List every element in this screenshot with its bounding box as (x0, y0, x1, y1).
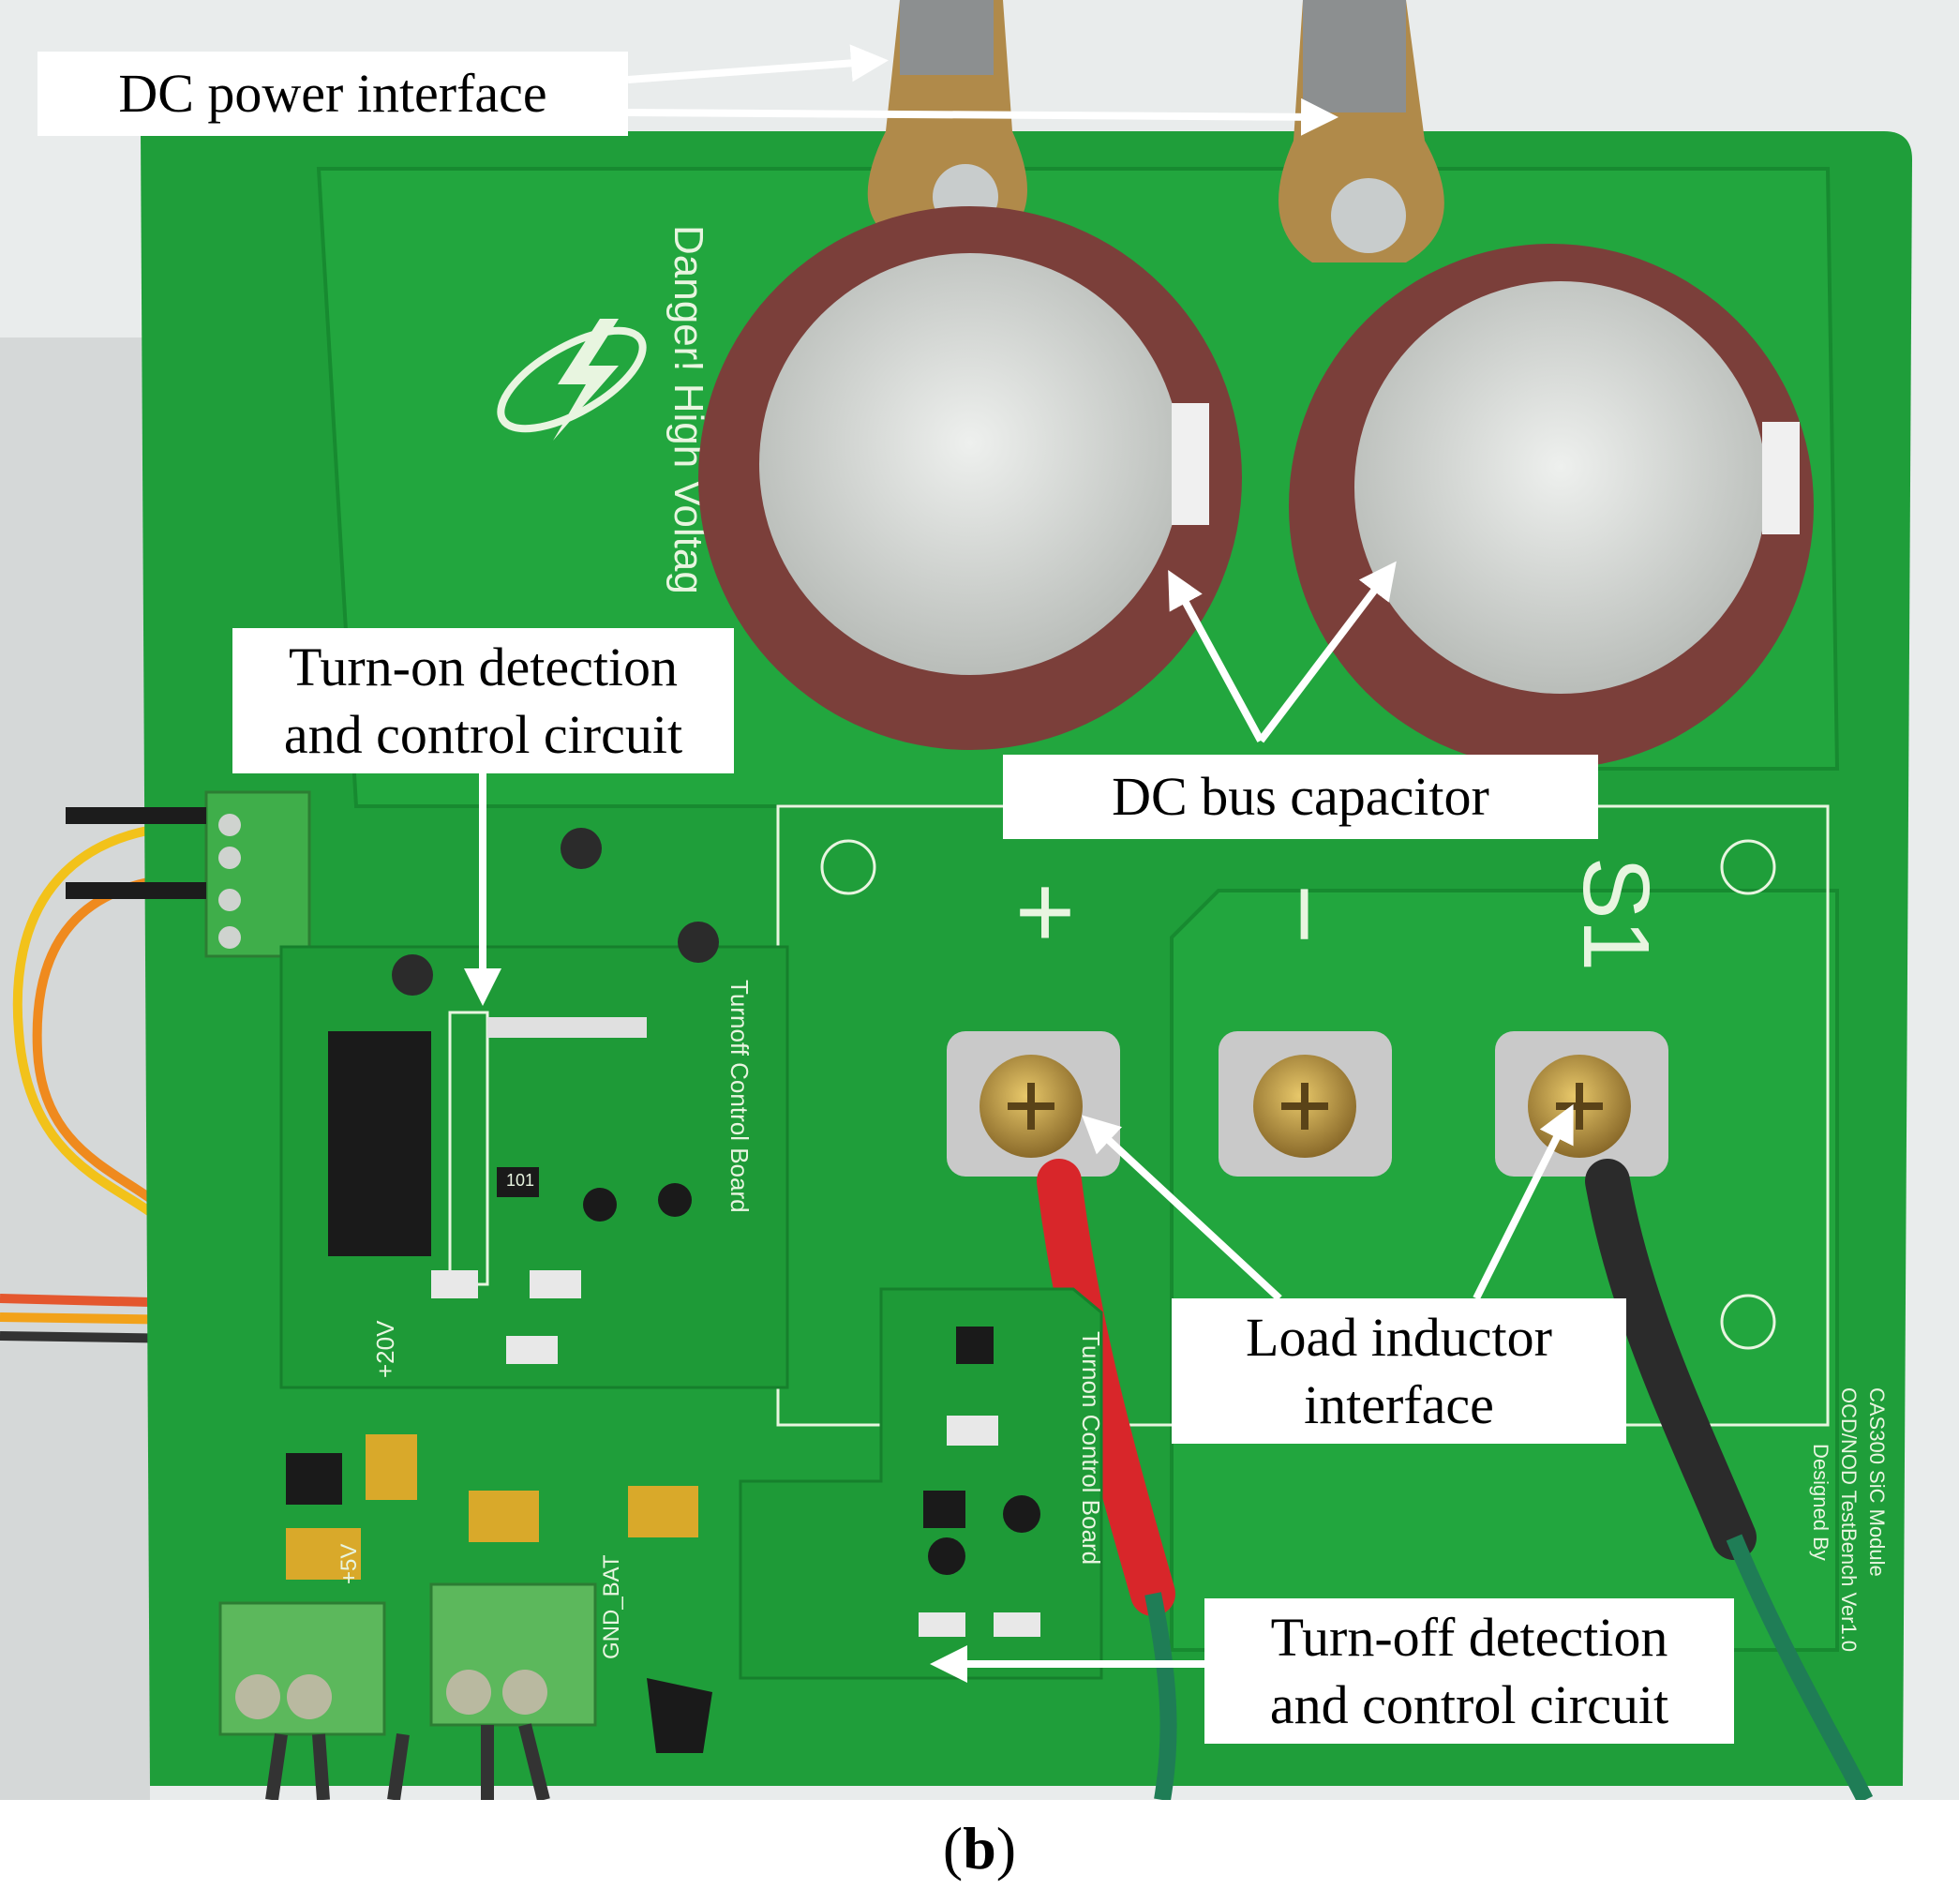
terminal-block-bottom-left (218, 1601, 386, 1736)
turnoff-board-silkscreen: Turnoff Control Board (725, 980, 754, 1213)
power-wires-bottom (265, 1723, 550, 1800)
panel-label-letter: b (963, 1815, 996, 1882)
module-silkscreen-2: OCD/NOD TestBench Ver1.0 (1837, 1387, 1861, 1652)
lug-screw-right (1331, 178, 1406, 253)
lead-black (1585, 1159, 1757, 1560)
callout-turn-off-line1: Turn-off detection (1270, 1607, 1668, 1668)
wire-yellow (12, 820, 207, 1222)
panel-label: (b) (0, 1814, 1959, 1883)
turnon-control-board: Turnon Control Board (739, 1287, 1105, 1680)
dc-bus-capacitor-left (698, 206, 1242, 750)
arrow-dc-power-left (627, 44, 889, 83)
callout-dc-power-interface: DC power interface (37, 52, 628, 136)
lead-green-1 (1144, 1592, 1177, 1800)
electrolytic-cap-small (647, 1678, 712, 1753)
terminal-plus-silkscreen: + (1015, 854, 1075, 969)
module-silkscreen-1: CAS300 SiC Module (1865, 1387, 1889, 1577)
gnd-bat-silkscreen: GND_BAT (599, 1554, 624, 1659)
tantalum-cap-3 (469, 1491, 539, 1542)
mount-hole-2 (1720, 839, 1776, 895)
turnon-board-silkscreen: Turnon Control Board (1077, 1331, 1105, 1565)
terminal-minus-silkscreen: − (1248, 884, 1363, 944)
turnoff-control-board: Turnoff Control Board +20V 101 (279, 828, 789, 1389)
tantalum-cap-2 (286, 1528, 361, 1580)
terminal-s1 (1495, 1031, 1668, 1177)
dc-bus-capacitor-right (1289, 244, 1814, 769)
tantalum-cap-4 (628, 1486, 698, 1537)
arrow-dc-power-right (627, 97, 1338, 136)
callout-turn-on-line1: Turn-on detection (288, 637, 679, 697)
danger-silkscreen: Danger! High Voltag (665, 225, 711, 594)
pin-header-top (66, 807, 206, 899)
plus5v-silkscreen: +5V (336, 1544, 362, 1584)
callout-turn-on-line2: and control circuit (283, 704, 683, 765)
panel-label-close: ) (995, 1815, 1017, 1882)
terminal-s1-silkscreen: S1 (1563, 857, 1668, 971)
callout-turn-off: Turn-off detection and control circuit (1204, 1598, 1734, 1744)
mount-hole-3 (1720, 1294, 1776, 1350)
ic-regulator (286, 1453, 342, 1505)
terminal-block-top (204, 790, 311, 958)
callout-turn-on: Turn-on detection and control circuit (232, 628, 734, 773)
lead-green-2 (1726, 1534, 1874, 1800)
high-voltage-logo (497, 319, 647, 441)
arrow-capacitor-left (1168, 569, 1264, 742)
tantalum-cap-1 (366, 1434, 417, 1500)
resistor-101-silkscreen: 101 (506, 1171, 534, 1190)
lug-wire-right (1303, 0, 1406, 112)
pcb-photo: Danger! High Voltag + − S1 (0, 0, 1959, 1800)
terminal-block-bottom-right (429, 1582, 597, 1727)
terminal-plus (947, 1031, 1120, 1177)
plus20v-silkscreen: +20V (371, 1320, 399, 1378)
panel-label-open: ( (942, 1815, 964, 1882)
arrow-load-right (1473, 1103, 1574, 1300)
callout-dc-power-text: DC power interface (118, 63, 547, 124)
lug-wire-left (900, 0, 994, 75)
callout-turn-off-line2: and control circuit (1269, 1674, 1669, 1735)
mount-hole-1 (820, 839, 876, 895)
arrow-load-left (1082, 1115, 1282, 1301)
callout-load-inductor-line2: interface (1304, 1374, 1494, 1435)
terminal-minus (1219, 1031, 1392, 1177)
callout-dc-bus-capacitor-text: DC bus capacitor (1112, 766, 1489, 827)
module-silkscreen-3: Designed By (1809, 1444, 1832, 1561)
callout-load-inductor: Load inductor interface (1172, 1298, 1626, 1444)
callout-dc-bus-capacitor: DC bus capacitor (1003, 755, 1598, 839)
callout-load-inductor-line1: Load inductor (1246, 1307, 1552, 1368)
arrow-capacitor-right (1257, 561, 1397, 743)
